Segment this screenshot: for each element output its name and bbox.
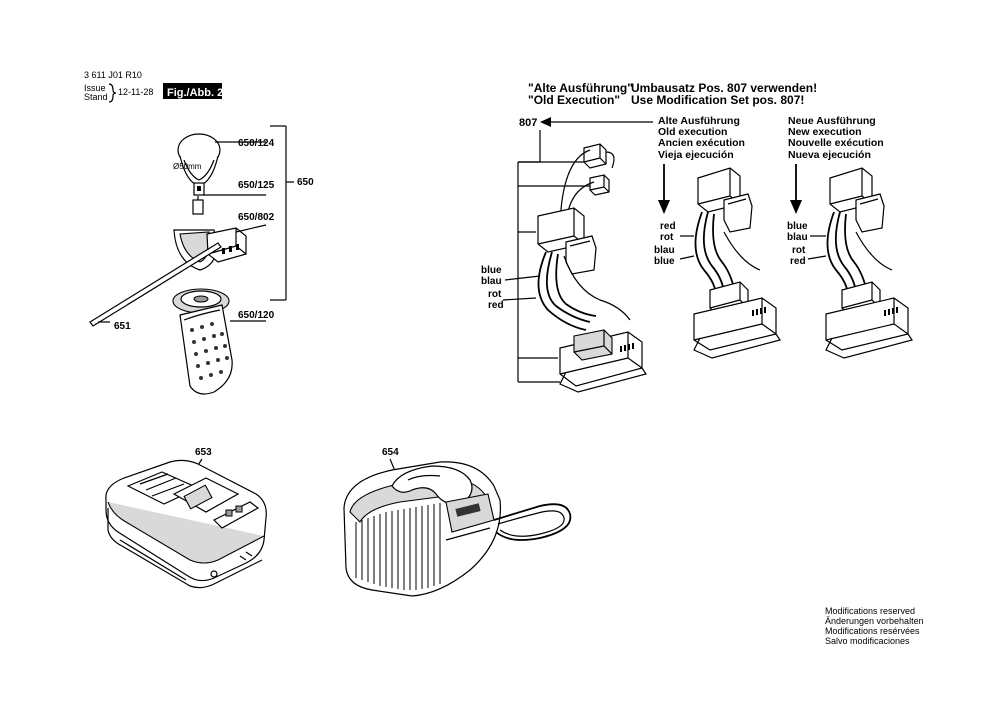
- new-color-1: blue: [787, 221, 808, 232]
- fig-label: Fig./Abb. 2: [167, 87, 223, 99]
- old-switch-assembly: [693, 167, 781, 359]
- label-650-125: 650/125: [238, 180, 275, 191]
- old-exec-line-1: Alte Ausführung: [658, 115, 740, 127]
- new-color-2: blau: [787, 232, 808, 243]
- notice-line1-right: Umbausatz Pos. 807 verwenden!: [631, 81, 817, 95]
- kit-color-1: blue: [481, 265, 502, 276]
- old-exec-line-4: Vieja ejecución: [658, 149, 734, 161]
- footer-line-4: Salvo modificaciones: [825, 636, 910, 646]
- new-color-4: red: [790, 256, 806, 267]
- new-switch-assembly: [825, 167, 913, 359]
- fig-label-box: [163, 83, 222, 99]
- depth-stop-rod: [89, 242, 222, 327]
- notice-line2-right: Use Modification Set pos. 807!: [631, 93, 804, 107]
- issue-stand-brace: [108, 83, 117, 103]
- kit-color-3: rot: [488, 289, 502, 300]
- issue-date: 12-11-28: [118, 87, 153, 97]
- label-650-124: 650/124: [238, 138, 275, 149]
- notice-line2-left: "Old Execution": [528, 93, 620, 107]
- new-color-3: rot: [792, 245, 806, 256]
- battery-charger: [343, 461, 572, 597]
- new-exec-line-3: Nouvelle exécution: [788, 137, 884, 149]
- diameter-label: Ø50mm: [173, 162, 202, 171]
- label-651: 651: [114, 321, 131, 332]
- side-handle-assembly: [89, 125, 294, 395]
- old-color-1: red: [660, 221, 676, 232]
- label-650-120: 650/120: [238, 310, 275, 321]
- modification-kit-807: [537, 143, 647, 393]
- footer-line-1: Modifications reserved: [825, 606, 915, 616]
- kit-color-2: blau: [481, 276, 502, 287]
- arrow-807-head: [540, 117, 551, 127]
- label-650-802: 650/802: [238, 212, 275, 223]
- old-color-2: rot: [660, 232, 674, 243]
- new-exec-line-2: New execution: [788, 126, 862, 138]
- new-exec-line-4: Nueva ejecución: [788, 149, 871, 161]
- label-650: 650: [297, 177, 314, 188]
- new-exec-arrow-head: [790, 200, 802, 214]
- old-color-4: blue: [654, 256, 675, 267]
- old-exec-line-3: Ancien exécution: [658, 137, 745, 149]
- footer-line-2: Änderungen vorbehalten: [825, 616, 924, 626]
- old-exec-line-2: Old execution: [658, 126, 727, 138]
- battery-pack: [105, 459, 267, 589]
- old-color-3: blau: [654, 245, 675, 256]
- label-807: 807: [519, 117, 537, 129]
- label-654: 654: [382, 447, 399, 458]
- label-653: 653: [195, 447, 212, 458]
- stand-label: Stand: [84, 92, 108, 102]
- old-exec-arrow-head: [658, 200, 670, 214]
- kit-color-4: red: [488, 300, 504, 311]
- notice-line1-left: "Alte Ausführung": [528, 81, 633, 95]
- doc-number: 3 611 J01 R10: [84, 70, 142, 80]
- clamp-screw: [192, 199, 204, 215]
- issue-label: Issue: [84, 83, 106, 93]
- footer-line-3: Modifications resérvées: [825, 626, 920, 636]
- new-exec-line-1: Neue Ausführung: [788, 115, 876, 127]
